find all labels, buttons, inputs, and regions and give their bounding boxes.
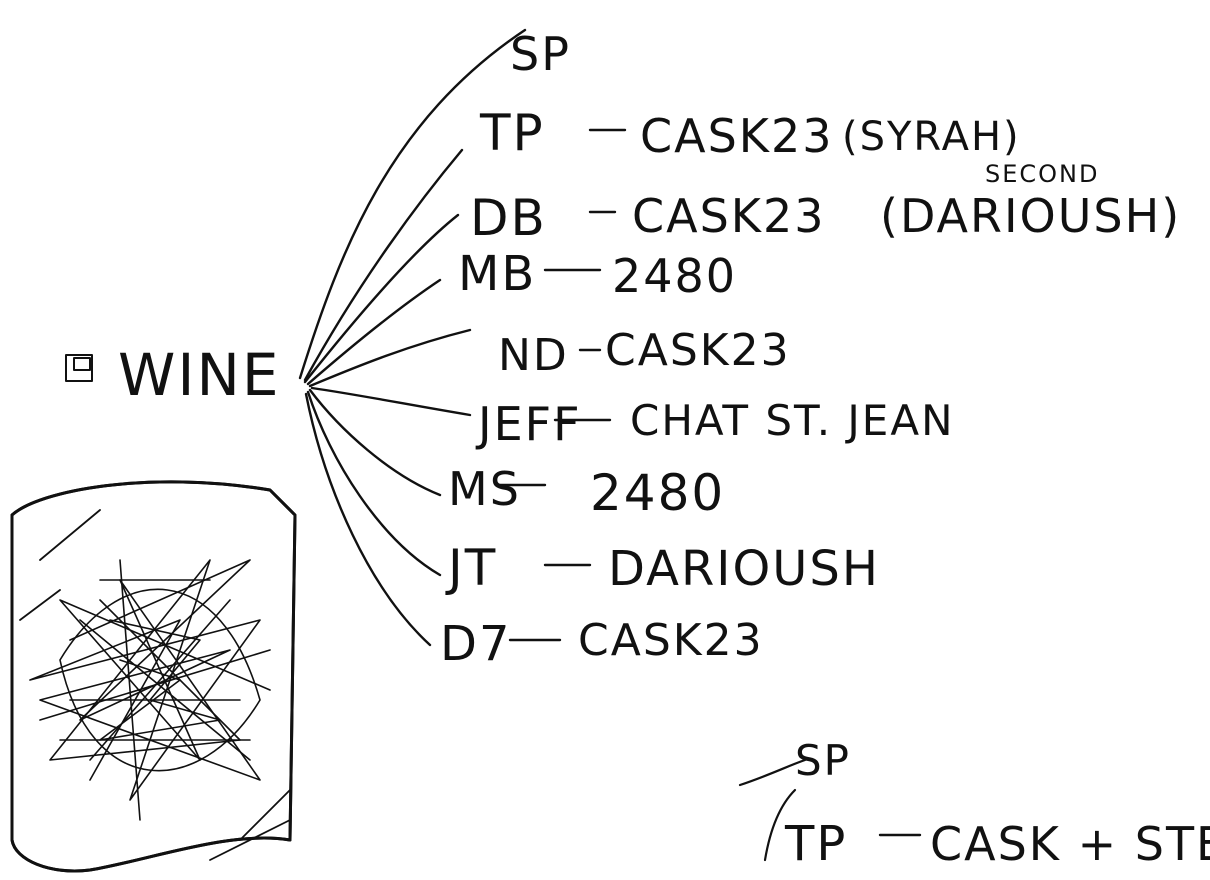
wine-heading: WINE — [118, 341, 281, 409]
choice-jt: DARIOUSH — [608, 541, 880, 597]
second-list-tp-choice: CASK + STEAK — [930, 817, 1210, 871]
note-db-darioush: (DARIOUSH) — [880, 189, 1181, 243]
person-label-sp: SP — [510, 27, 571, 81]
second-list: SP TP CASK + STEAK — [740, 736, 1210, 872]
second-list-tp: TP — [784, 816, 847, 872]
note-tp-syrah: (SYRAH) — [842, 114, 1021, 160]
choice-tp: CASK23 — [640, 109, 833, 163]
note-db-second: SECOND — [985, 160, 1099, 188]
person-label-jt: JT — [445, 539, 497, 597]
choice-ms: 2480 — [590, 464, 725, 522]
choice-db: CASK23 — [632, 189, 825, 243]
person-label-d7: D7 — [440, 616, 512, 672]
person-label-db: DB — [470, 189, 547, 247]
wine-checkbox — [66, 355, 92, 381]
second-list-sp: SP — [795, 736, 851, 785]
choice-mb: 2480 — [612, 249, 737, 303]
choice-d7: CASK23 — [578, 615, 764, 666]
person-label-mb: MB — [458, 246, 536, 302]
person-label-jeff: JEFF — [475, 397, 582, 451]
person-label-nd: ND — [498, 330, 569, 381]
person-label-ms: MS — [448, 462, 521, 516]
person-list: SP TP DB MB ND JEFF MS JT D7 — [440, 27, 582, 672]
choice-jeff: CHAT ST. JEAN — [630, 396, 955, 445]
scribbled-sketch — [12, 482, 295, 871]
choice-nd: CASK23 — [605, 325, 791, 376]
person-label-tp: TP — [479, 104, 545, 162]
